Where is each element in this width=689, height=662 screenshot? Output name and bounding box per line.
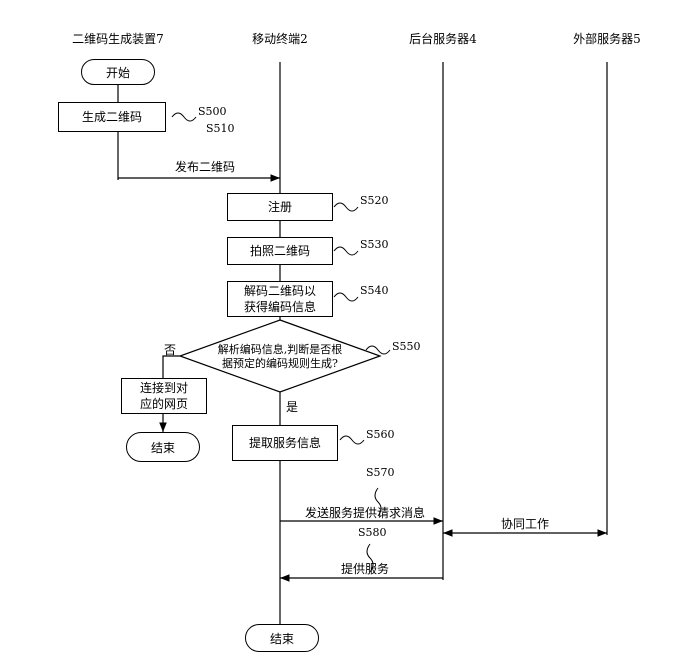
- step-s560: S560: [366, 428, 395, 441]
- label-send-request: 发送服务提供请求消息: [304, 506, 425, 520]
- squiggle-s550: [365, 345, 391, 355]
- squiggle-s540: [333, 292, 359, 302]
- decision-text: 解析编码信息,判断是否根 据预定的编码规则生成?: [200, 343, 360, 371]
- step-s570: S570: [366, 466, 395, 479]
- lane-header-device: 二维码生成装置7: [72, 32, 164, 46]
- squiggle-s570: [374, 487, 382, 517]
- connect-webpage-box: 连接到对 应的网页: [121, 378, 207, 414]
- arrow-no-branch: [162, 355, 180, 378]
- decode-qr-box: 解码二维码以 获得编码信息: [227, 281, 333, 317]
- squiggle-s500: [171, 112, 197, 122]
- squiggle-s520: [333, 202, 359, 212]
- register-box: 注册: [227, 193, 333, 221]
- squiggle-s580: [366, 543, 374, 573]
- decision-line-1: 解析编码信息,判断是否根: [217, 343, 343, 356]
- lane-header-external: 外部服务器5: [573, 32, 641, 46]
- step-s520: S520: [360, 194, 389, 207]
- lane-header-backend: 后台服务器4: [409, 32, 477, 46]
- lane-header-terminal: 移动终端2: [252, 32, 308, 46]
- step-s540: S540: [360, 284, 389, 297]
- label-collaborate: 协同工作: [500, 517, 549, 531]
- step-s550: S550: [392, 340, 421, 353]
- label-no: 否: [164, 343, 177, 357]
- step-s580: S580: [358, 526, 387, 539]
- squiggle-s560: [339, 435, 365, 445]
- connect-line-1: 连接到对: [139, 381, 188, 395]
- decision-line-2: 据预定的编码规则生成?: [222, 357, 338, 370]
- generate-qr-box: 生成二维码: [58, 102, 166, 132]
- step-s510: S510: [206, 122, 235, 135]
- end-terminal-bottom: 结束: [245, 624, 319, 652]
- label-publish-qr: 发布二维码: [174, 160, 235, 174]
- step-s530: S530: [360, 238, 389, 251]
- squiggle-s530: [333, 246, 359, 256]
- connect-line-2: 应的网页: [139, 397, 188, 411]
- step-s500: S500: [198, 105, 227, 118]
- photo-qr-box: 拍照二维码: [227, 237, 333, 265]
- decision-diamond: [178, 319, 382, 393]
- start-terminal: 开始: [81, 59, 155, 85]
- label-provide-service: 提供服务: [340, 562, 389, 576]
- decode-line-2: 获得编码信息: [243, 300, 316, 314]
- decode-line-1: 解码二维码以: [243, 284, 316, 298]
- end-terminal-left: 结束: [126, 432, 200, 462]
- label-yes: 是: [286, 400, 299, 414]
- extract-service-box: 提取服务信息: [232, 425, 338, 461]
